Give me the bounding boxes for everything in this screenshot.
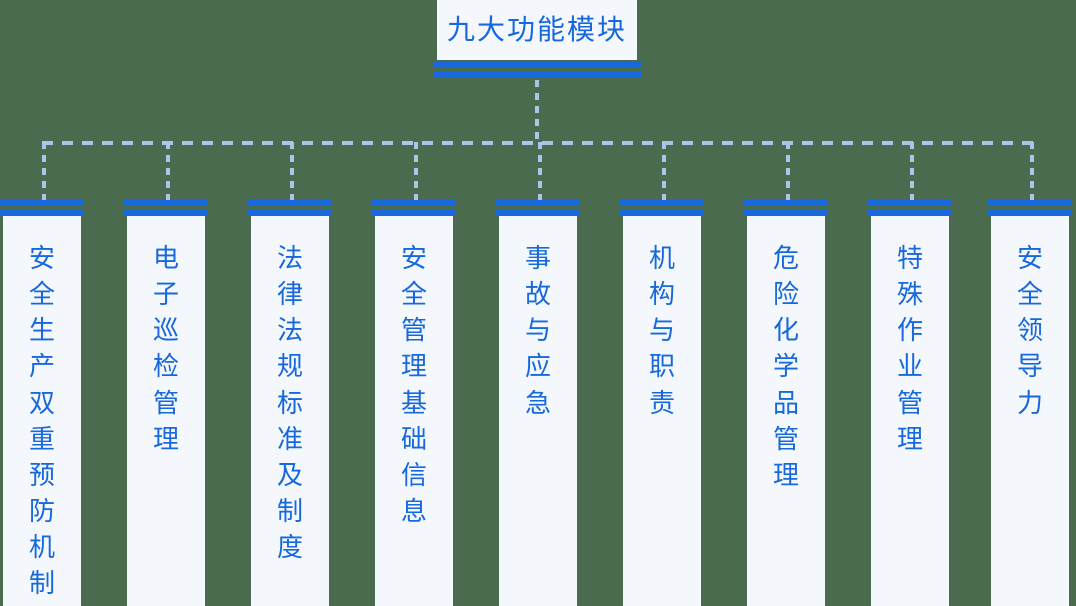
module-node-7[interactable]: 危险化学品管理 xyxy=(744,200,828,606)
root-node-accent-bar-bottom xyxy=(433,72,641,77)
module-node-4[interactable]: 安全管理基础信息 xyxy=(372,200,456,606)
module-accent-bar-top xyxy=(372,200,456,205)
connector-branch-3 xyxy=(290,142,294,202)
module-body: 安全管理基础信息 xyxy=(375,216,453,606)
connector-branch-6 xyxy=(662,142,666,202)
module-body: 法律法规标准及制度 xyxy=(251,216,329,606)
module-accent-bar-top xyxy=(124,200,208,205)
module-accent-bar-bottom xyxy=(868,210,952,215)
module-node-6[interactable]: 机构与职责 xyxy=(620,200,704,606)
module-accent-bar-bottom xyxy=(988,210,1072,215)
root-node[interactable]: 九大功能模块 xyxy=(437,0,637,60)
module-accent-bar-top xyxy=(496,200,580,205)
connector-branch-5 xyxy=(538,142,542,202)
connector-branch-2 xyxy=(166,142,170,202)
module-accent-bar-top xyxy=(868,200,952,205)
module-accent-bar-top xyxy=(0,200,84,205)
connector-branch-9 xyxy=(1030,142,1034,202)
module-node-3[interactable]: 法律法规标准及制度 xyxy=(248,200,332,606)
module-accent-bar-bottom xyxy=(496,210,580,215)
module-node-5[interactable]: 事故与应急 xyxy=(496,200,580,606)
connector-branch-7 xyxy=(786,142,790,202)
module-label: 事故与应急 xyxy=(524,243,551,418)
module-accent-bar-bottom xyxy=(744,210,828,215)
module-body: 安全生产双重预防机制 xyxy=(3,216,81,606)
module-body: 危险化学品管理 xyxy=(747,216,825,606)
connector-root-vertical xyxy=(535,80,539,144)
module-accent-bar-bottom xyxy=(248,210,332,215)
module-body: 机构与职责 xyxy=(623,216,701,606)
connector-branch-8 xyxy=(910,142,914,202)
module-accent-bar-bottom xyxy=(620,210,704,215)
module-node-2[interactable]: 电子巡检管理 xyxy=(124,200,208,606)
module-node-1[interactable]: 安全生产双重预防机制 xyxy=(0,200,84,606)
module-accent-bar-bottom xyxy=(124,210,208,215)
module-accent-bar-bottom xyxy=(0,210,84,215)
module-body: 事故与应急 xyxy=(499,216,577,606)
module-node-9[interactable]: 安全领导力 xyxy=(988,200,1072,606)
module-label: 安全生产双重预防机制 xyxy=(28,243,55,599)
module-node-8[interactable]: 特殊作业管理 xyxy=(868,200,952,606)
root-node-title: 九大功能模块 xyxy=(446,14,627,45)
connector-branch-1 xyxy=(42,142,46,202)
root-node-accent-bar-top xyxy=(433,62,641,67)
module-label: 安全领导力 xyxy=(1016,243,1043,418)
module-body: 安全领导力 xyxy=(991,216,1069,606)
module-label: 法律法规标准及制度 xyxy=(276,243,303,562)
module-label: 特殊作业管理 xyxy=(896,243,923,454)
module-accent-bar-top xyxy=(248,200,332,205)
module-body: 电子巡检管理 xyxy=(127,216,205,606)
module-body: 特殊作业管理 xyxy=(871,216,949,606)
module-label: 电子巡检管理 xyxy=(152,243,179,454)
module-label: 危险化学品管理 xyxy=(772,243,799,490)
module-accent-bar-top xyxy=(620,200,704,205)
module-label: 安全管理基础信息 xyxy=(400,243,427,526)
module-label: 机构与职责 xyxy=(648,243,675,418)
connector-horizontal-bus xyxy=(42,141,1033,145)
module-accent-bar-top xyxy=(988,200,1072,205)
connector-branch-4 xyxy=(414,142,418,202)
module-accent-bar-top xyxy=(744,200,828,205)
module-accent-bar-bottom xyxy=(372,210,456,215)
